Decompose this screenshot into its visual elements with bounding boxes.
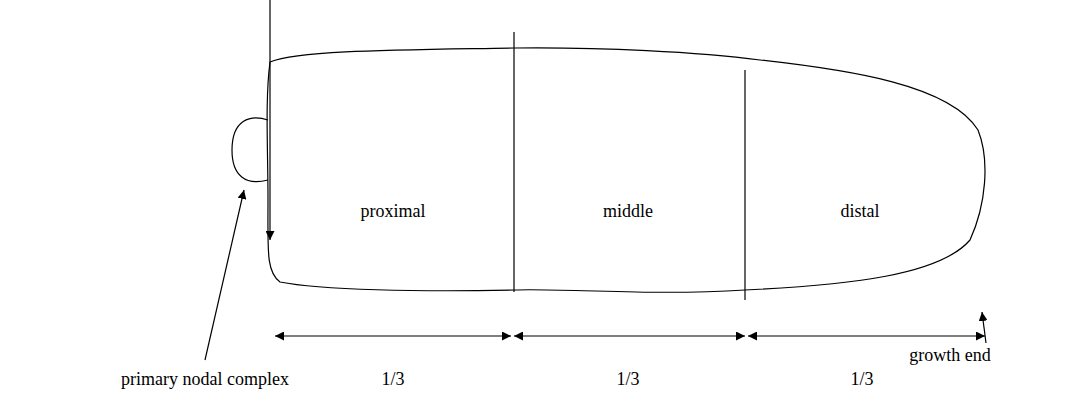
section-line xyxy=(269,0,270,240)
dimension-arrow xyxy=(748,335,985,336)
nodal-blob xyxy=(232,118,268,182)
dimension-arrow xyxy=(275,335,511,336)
part-label: primary nodal complex xyxy=(121,370,289,390)
divider-line xyxy=(513,32,514,292)
dimension-label: 1/3 xyxy=(616,370,639,390)
body-outline xyxy=(267,48,985,292)
region-label: proximal xyxy=(361,202,426,222)
dimension-label: 1/3 xyxy=(381,370,404,390)
leader-line xyxy=(982,312,986,343)
region-label: middle xyxy=(603,202,653,222)
region-label: distal xyxy=(841,202,880,222)
part-label: growth end xyxy=(909,346,990,366)
leader-line xyxy=(205,190,244,360)
dimension-arrow xyxy=(514,335,745,336)
dimension-label: 1/3 xyxy=(850,370,873,390)
divider-line xyxy=(744,70,745,300)
